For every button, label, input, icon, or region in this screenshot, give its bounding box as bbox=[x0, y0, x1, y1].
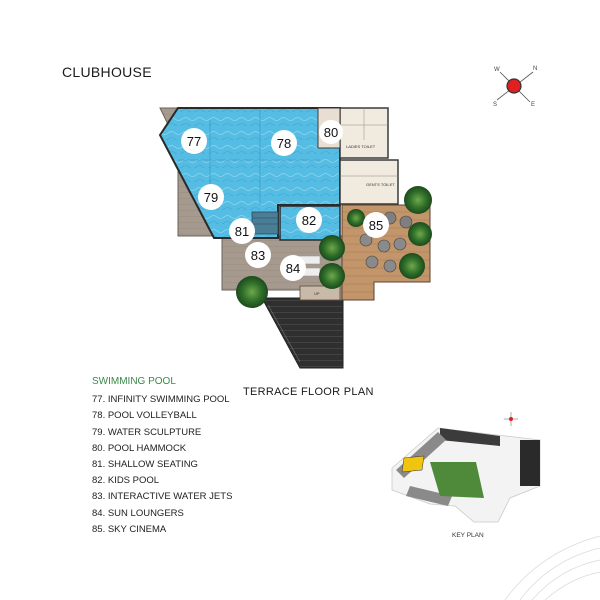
gents-toilet bbox=[339, 159, 399, 205]
shallow-seating-steps bbox=[251, 211, 279, 235]
decorative-contours bbox=[504, 535, 600, 600]
svg-text:79: 79 bbox=[204, 190, 218, 205]
svg-text:78: 78 bbox=[277, 136, 291, 151]
svg-text:83: 83 bbox=[251, 248, 265, 263]
legend-item: 85. SKY CINEMA bbox=[92, 523, 167, 535]
svg-text:85: 85 bbox=[369, 218, 383, 233]
svg-text:80: 80 bbox=[324, 125, 338, 140]
marker-82: 82 bbox=[296, 207, 322, 233]
legend-item: 78. POOL VOLLEYBALL bbox=[92, 410, 197, 422]
up-label: UP bbox=[314, 291, 320, 296]
plan-caption: TERRACE FLOOR PLAN bbox=[243, 386, 374, 398]
compass-n: N bbox=[533, 66, 537, 72]
compass-s: S bbox=[493, 102, 497, 108]
up-stair bbox=[299, 285, 341, 301]
legend-item: 81. SHALLOW SEATING bbox=[92, 459, 198, 471]
legend-item: 79. WATER SCULPTURE bbox=[92, 426, 202, 438]
compass-w: W bbox=[494, 67, 500, 73]
marker-78: 78 bbox=[271, 130, 297, 156]
legend-item: 80. POOL HAMMOCK bbox=[92, 442, 187, 454]
legend-item: 84. SUN LOUNGERS bbox=[92, 507, 184, 519]
legend: SWIMMING POOL 77. INFINITY SWIMMING POOL… bbox=[92, 374, 232, 538]
legend-item: 83. INTERACTIVE WATER JETS bbox=[92, 491, 233, 503]
legend-item: 77. INFINITY SWIMMING POOL bbox=[92, 394, 230, 406]
key-plan-caption: KEY PLAN bbox=[452, 532, 484, 539]
svg-text:81: 81 bbox=[235, 224, 249, 239]
palm-trees bbox=[236, 186, 432, 308]
marker-84: 84 bbox=[280, 255, 306, 281]
marker-80: 80 bbox=[319, 120, 343, 144]
compass-e: E bbox=[531, 102, 535, 108]
svg-text:82: 82 bbox=[302, 213, 316, 228]
page-title: CLUBHOUSE bbox=[62, 64, 152, 80]
marker-81: 81 bbox=[229, 218, 255, 244]
ramp-wedge bbox=[261, 297, 344, 369]
marker-83: 83 bbox=[245, 242, 271, 268]
ladies-toilet-label: LADIES TOILET bbox=[346, 144, 376, 149]
cinema-seats bbox=[359, 211, 413, 273]
marker-77: 77 bbox=[181, 128, 207, 154]
gents-toilet-label: GENTS TOILET bbox=[366, 182, 395, 187]
marker-85: 85 bbox=[363, 212, 389, 238]
svg-text:84: 84 bbox=[286, 261, 300, 276]
marker-79: 79 bbox=[198, 184, 224, 210]
compass: N E S W bbox=[493, 66, 537, 108]
svg-text:77: 77 bbox=[187, 134, 201, 149]
key-plan bbox=[391, 412, 541, 523]
legend-item: 82. KIDS POOL bbox=[92, 475, 160, 487]
legend-heading: SWIMMING POOL bbox=[92, 376, 176, 387]
